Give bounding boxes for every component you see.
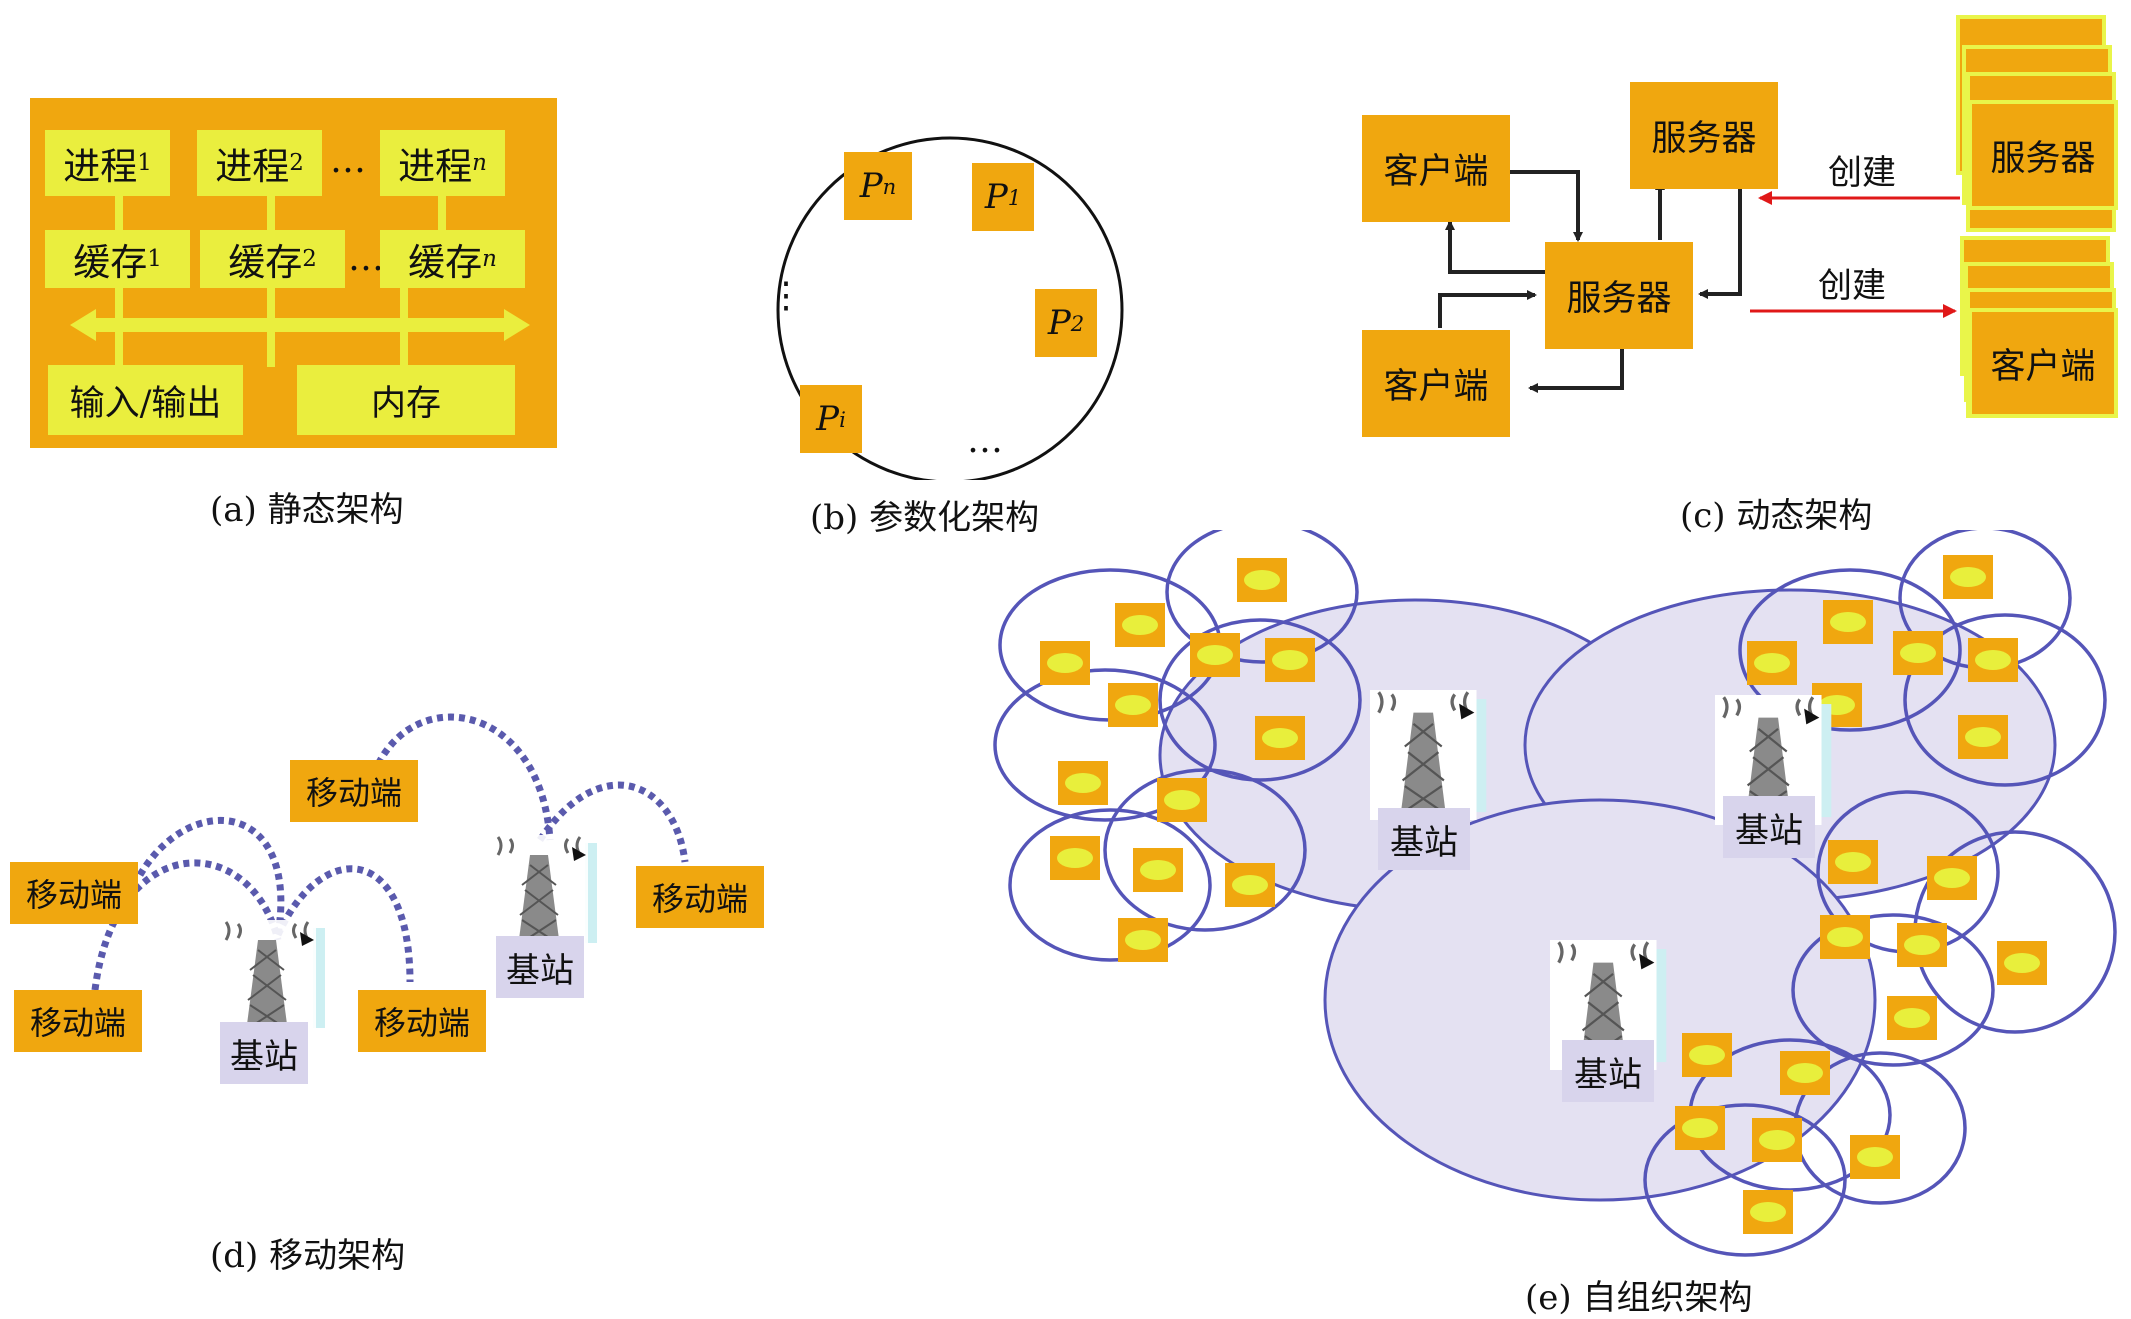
cache-ellipsis: … [348, 238, 384, 279]
tower-icon [1370, 690, 1487, 820]
base-station-label: 基站 [1723, 796, 1815, 858]
mobile-terminal-left-bottom: 移动端 [14, 990, 142, 1052]
client-stack-front: 客户端 [1968, 308, 2118, 418]
dynamic-arrows [1438, 170, 1960, 393]
server-top: 服务器 [1630, 82, 1778, 189]
connector [115, 195, 123, 233]
base-station-label: 基站 [496, 936, 584, 998]
mobile-terminal-center: 移动端 [358, 990, 486, 1052]
connector [438, 195, 446, 233]
caption-a: (a) 静态架构 [210, 490, 404, 530]
bus-double-arrow [70, 309, 530, 341]
connector [267, 195, 275, 233]
caption-b: (b) 参数化架构 [810, 498, 1040, 538]
caption-c: (c) 动态架构 [1680, 496, 1873, 536]
ring-ellipsis-bottom: … [963, 420, 1007, 461]
create-label-bottom: 创建 [1818, 266, 1886, 306]
mobile-links [91, 713, 689, 991]
server-center: 服务器 [1545, 242, 1693, 349]
client-top: 客户端 [1362, 115, 1510, 222]
mobile-terminal-right: 移动端 [636, 866, 764, 928]
io-box: 输入/输出 [48, 365, 243, 435]
ring-diagram [776, 136, 1124, 480]
tower-icon [218, 920, 325, 1035]
base-station-label: 基站 [220, 1022, 308, 1084]
ad-hoc-network [993, 530, 2117, 1257]
server-stack-front: 服务器 [1968, 100, 2118, 210]
client-bottom: 客户端 [1362, 330, 1510, 437]
tower-icon [490, 835, 597, 950]
mobile-terminal-top: 移动端 [290, 760, 418, 822]
base-station-label: 基站 [1378, 808, 1470, 870]
caption-e: (e) 自组织架构 [1525, 1278, 1753, 1318]
ring-ellipsis-left: ⋮ [768, 275, 804, 316]
process-ellipsis: … [330, 140, 366, 181]
create-label-top: 创建 [1828, 153, 1896, 193]
base-station-label: 基站 [1562, 1040, 1654, 1102]
mobile-terminal-left-top: 移动端 [10, 862, 138, 924]
memory-box: 内存 [297, 365, 515, 435]
caption-d: (d) 移动架构 [210, 1236, 406, 1276]
